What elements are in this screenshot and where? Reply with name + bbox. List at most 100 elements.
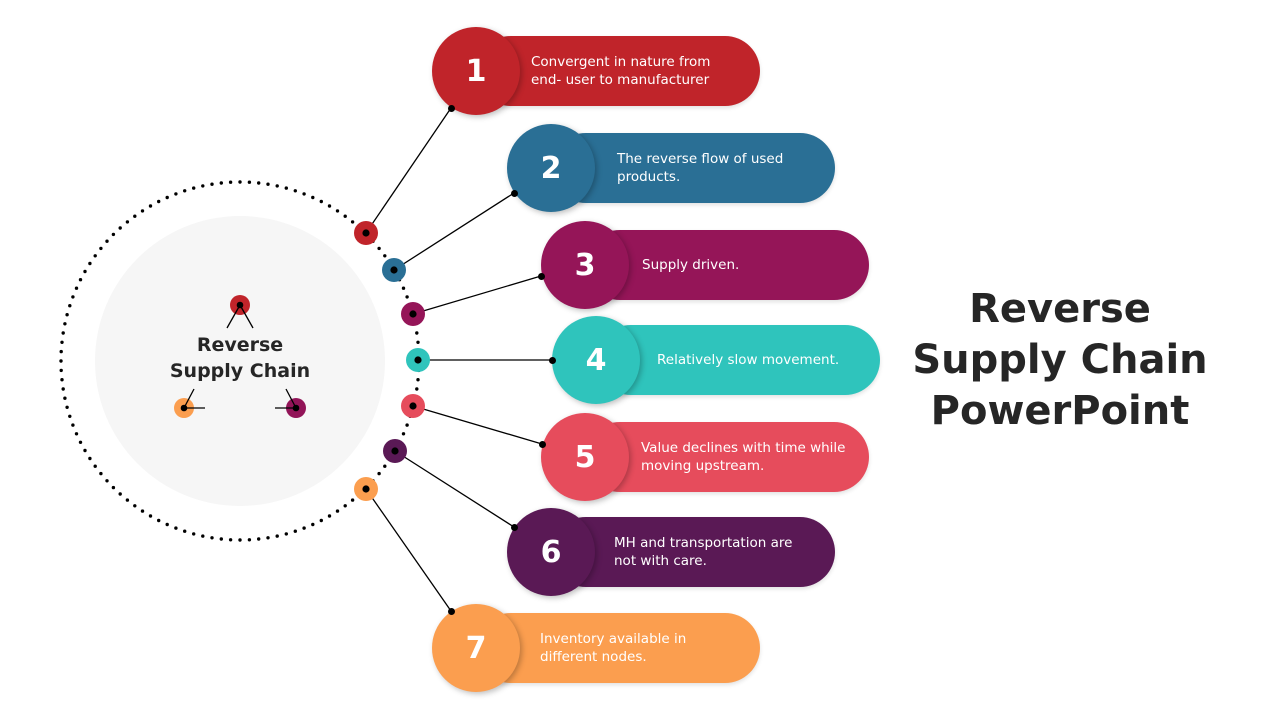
ring-dot	[165, 195, 169, 200]
ring-dot	[183, 189, 187, 193]
ring-dot	[68, 304, 72, 308]
title-line2: Supply Chain	[912, 337, 1208, 383]
item-pill	[585, 230, 869, 300]
ring-dot	[350, 220, 355, 224]
item-text-content: MH and transportation are not with care.	[614, 535, 793, 569]
ring-dot	[350, 498, 355, 502]
ring-dot	[302, 192, 306, 196]
number-badge-label: 7	[465, 630, 487, 666]
ring-dot	[415, 387, 419, 391]
ring-dot	[61, 331, 65, 335]
center-node-dot	[180, 404, 188, 412]
ring-dot	[228, 180, 233, 184]
item-text-content: Convergent in nature from end- user to m…	[531, 54, 711, 88]
item-text: Value declines with time while moving up…	[641, 422, 847, 492]
ring-dot	[78, 278, 83, 282]
ring-node-dot	[391, 447, 399, 455]
ring-dot	[319, 199, 323, 204]
ring-dot	[68, 414, 72, 418]
ring-dot	[284, 532, 288, 536]
ring-dot	[148, 204, 153, 208]
ring-dot	[99, 471, 103, 476]
ring-dot	[327, 204, 332, 208]
connector-line	[393, 192, 515, 271]
ring-dot	[343, 504, 347, 508]
ring-dot	[257, 537, 261, 541]
ring-dot	[405, 295, 409, 299]
ring-dot	[183, 529, 187, 533]
ring-dot	[71, 423, 75, 427]
ring-dot	[125, 220, 130, 224]
number-badge-label: 3	[574, 247, 596, 283]
ring-dot	[247, 538, 252, 542]
ring-dot	[118, 226, 122, 230]
center-node-connector	[226, 304, 241, 329]
ring-dot	[60, 378, 64, 382]
anchor-dot	[510, 189, 518, 197]
item-text-content: Relatively slow movement.	[657, 352, 840, 368]
ring-dot	[59, 368, 63, 373]
ring-dot	[415, 331, 419, 335]
number-badge-label: 1	[465, 53, 487, 89]
ring-dot	[148, 514, 153, 518]
number-badge-label: 6	[540, 534, 562, 570]
ring-dot	[88, 456, 92, 461]
ring-dot	[293, 529, 297, 533]
center-label: Reverse Supply Chain	[150, 332, 330, 384]
ring-dot	[405, 423, 409, 427]
connector-line	[412, 275, 542, 315]
connector-line	[412, 405, 543, 445]
ring-dot	[60, 340, 64, 344]
item-pill	[596, 325, 880, 395]
item-text-content: Inventory available in different nodes.	[540, 631, 687, 665]
ring-dot	[293, 189, 297, 193]
item-text: MH and transportation are not with care.	[614, 517, 813, 587]
connector-line	[394, 450, 515, 528]
ring-node-dot	[362, 229, 370, 237]
inner-disc	[95, 216, 385, 506]
anchor-dot	[537, 272, 545, 280]
center-label-line2: Supply Chain	[169, 360, 311, 382]
ring-dot	[238, 538, 242, 542]
ring-node-dot	[414, 356, 422, 364]
number-badge-label: 2	[540, 150, 562, 186]
ring-dot	[65, 405, 69, 409]
item-text: Inventory available in different nodes.	[540, 613, 738, 683]
center-node-connector	[239, 304, 254, 329]
ring-dot	[133, 504, 137, 508]
center-node-dot	[292, 404, 300, 412]
ring-dot	[210, 182, 214, 186]
ring-dot	[228, 538, 233, 542]
item-text: Supply driven.	[642, 230, 847, 300]
ring-dot	[266, 182, 270, 186]
ring-dot	[133, 214, 137, 218]
number-badge-label: 4	[585, 342, 607, 378]
item-pill	[476, 613, 760, 683]
number-badge: 4	[552, 316, 640, 404]
center-label-line1: Reverse	[196, 334, 284, 356]
ring-dot	[266, 536, 270, 540]
item-pill	[585, 422, 869, 492]
ring-dot	[401, 432, 406, 436]
ring-dot	[140, 509, 145, 513]
item-text: The reverse flow of used products.	[617, 133, 813, 203]
ring-dot	[201, 184, 205, 188]
slide-title: Reverse Supply Chain PowerPoint	[890, 284, 1230, 437]
ring-node-dot	[409, 310, 417, 318]
ring-dot	[105, 479, 109, 483]
ring-dot	[275, 534, 279, 538]
ring-node-dot	[362, 485, 370, 493]
number-badge: 3	[541, 221, 629, 309]
ring-dot	[63, 322, 67, 326]
ring-dot	[335, 509, 340, 513]
item-text-content: Supply driven.	[642, 257, 740, 273]
ring-dot	[383, 464, 387, 468]
ring-dot	[192, 532, 196, 536]
item-pill	[551, 517, 835, 587]
center-node-dot	[236, 301, 244, 309]
ring-node-dot	[390, 266, 398, 274]
anchor-dot	[548, 356, 556, 364]
ring-dot	[174, 192, 178, 196]
ring-dot	[83, 448, 87, 453]
